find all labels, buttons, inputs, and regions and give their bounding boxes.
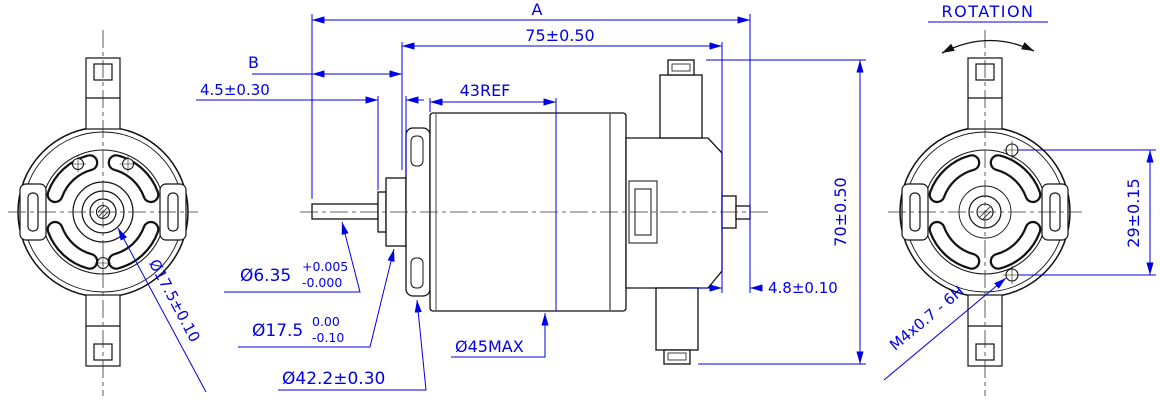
dim-boss-tol-upper-label: 0.00 xyxy=(312,314,340,329)
dim-hole-spacing-label: 29±0.15 xyxy=(1124,178,1143,247)
dim-boss-tol-lower-label: -0.10 xyxy=(312,330,344,345)
dim-a-label: A xyxy=(532,0,543,19)
dim-thread-label: M4x0.7 - 6H xyxy=(886,282,967,354)
rear-view xyxy=(888,30,1082,396)
dim-pilot-diameter-label: Ø42.2±0.30 xyxy=(282,369,385,389)
rear-shaft-end xyxy=(735,205,751,220)
side-view xyxy=(300,59,772,365)
dim-can-diameter-label: Ø45MAX xyxy=(455,337,524,356)
top-terminal xyxy=(659,74,703,139)
bottom-terminal xyxy=(655,287,699,351)
dim-70-label: 70±0.50 xyxy=(831,177,850,246)
rotation-direction-arrow-icon xyxy=(941,39,1035,54)
dim-boss-diameter-label: Ø17.5 xyxy=(252,321,303,341)
rear-centerlines xyxy=(888,30,1082,396)
dimension-annotations xyxy=(117,14,1156,393)
dim-front-hub-diameter-label: Ø17.5±0.10 xyxy=(145,256,204,345)
dim-shaft-diameter-label: Ø6.35 xyxy=(240,266,291,286)
front-view xyxy=(8,30,198,396)
dim-shaft-tol-minus-label: -0.000 xyxy=(302,275,342,290)
dim-4-5-label: 4.5±0.30 xyxy=(200,81,270,99)
dim-b-label: B xyxy=(248,53,259,72)
dim-43ref-label: 43REF xyxy=(460,81,511,100)
front-centerlines xyxy=(8,30,198,396)
dim-shaft-tol-plus-label: +0.005 xyxy=(302,259,348,274)
rotation-label: ROTATION xyxy=(942,2,1035,21)
dim-75-label: 75±0.50 xyxy=(525,26,594,45)
shaft xyxy=(311,203,379,220)
dim-4-8-label: 4.8±0.10 xyxy=(768,279,838,297)
